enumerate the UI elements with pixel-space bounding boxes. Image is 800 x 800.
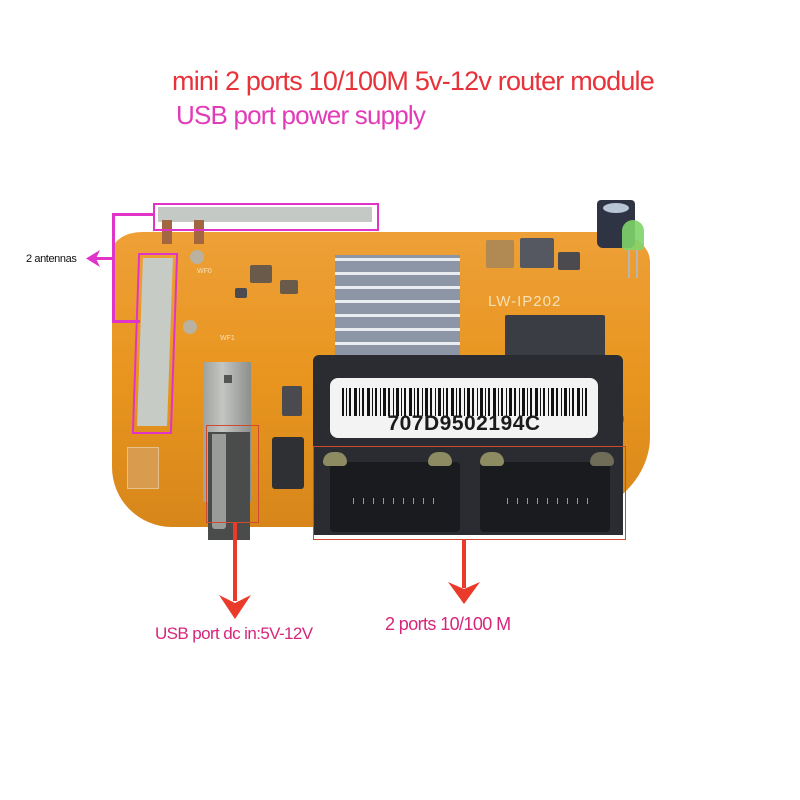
usb-highlight-box (206, 425, 259, 523)
ufl-connector-wf0 (190, 250, 204, 264)
antenna-bracket-bottom (112, 320, 140, 323)
tantalum-capacitor (486, 240, 514, 268)
silk-wf1: WF1 (220, 335, 235, 342)
usb-arrow-shaft (233, 523, 237, 601)
ethernet-ports-label: 2 ports 10/100 M (385, 614, 511, 634)
antenna-bracket-vertical (112, 213, 115, 323)
smd-component (250, 265, 272, 283)
smd-component (235, 288, 247, 298)
port-1-pins (353, 498, 438, 504)
antenna-bracket-top (112, 213, 154, 216)
antenna-horizontal (158, 207, 372, 222)
antenna-leg (194, 220, 204, 244)
antenna-highlight-box-side (131, 253, 179, 434)
capacitor-top (603, 203, 629, 213)
arrow-left-icon (86, 250, 100, 267)
green-led (622, 220, 644, 250)
ethernet-arrow-shaft (462, 540, 466, 588)
ethernet-port-1 (330, 462, 460, 532)
smd-component (282, 386, 302, 416)
usb-port-label: USB port dc in:5V-12V (155, 624, 313, 643)
port-2-led-right (590, 452, 614, 466)
antenna-highlight-box-top (153, 203, 379, 231)
port-1-led-left (323, 452, 347, 466)
barcode-icon (342, 388, 587, 416)
ufl-connector-wf1 (183, 320, 197, 334)
port-1-led-right (428, 452, 452, 466)
solder-pads (127, 447, 159, 489)
port-2-led-left (480, 452, 504, 466)
arrow-down-icon (448, 582, 480, 604)
heatsink (335, 255, 460, 355)
antenna-arrow-shaft (96, 257, 114, 260)
ic-chip (558, 252, 580, 270)
usb-latch (224, 375, 232, 383)
ethernet-port-2 (480, 462, 610, 532)
product-subtitle: USB port power supply (176, 100, 426, 130)
led-leg (636, 248, 638, 278)
led-leg (628, 248, 630, 278)
ethernet-highlight-box (313, 446, 626, 540)
product-title: mini 2 ports 10/100M 5v-12v router modul… (172, 66, 655, 96)
antennas-label: 2 antennas (26, 253, 77, 265)
model-silkscreen: LW-IP202 (488, 293, 562, 310)
antenna-leg (162, 220, 172, 244)
usb-tongue (212, 434, 226, 529)
port-2-pins (507, 498, 592, 504)
reset-button (272, 437, 304, 489)
smd-component (280, 280, 298, 294)
silk-wf0: WF0 (197, 268, 212, 275)
inductor (520, 238, 554, 268)
serial-number: 707D9502194C (387, 412, 541, 435)
arrow-down-icon (219, 595, 251, 619)
